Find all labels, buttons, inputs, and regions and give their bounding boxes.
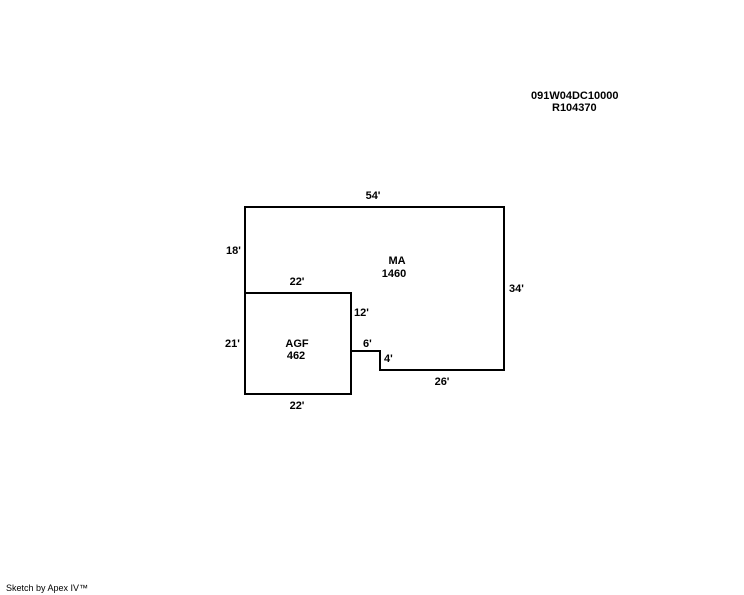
dim-ma-top: 54' xyxy=(365,190,381,202)
dim-ma-bottom: 26' xyxy=(434,376,450,388)
main-area-sqft: 1460 xyxy=(381,268,407,280)
garage-outline xyxy=(244,292,352,395)
dim-ma-inner-vertical: 12' xyxy=(354,307,369,319)
garage-area-sqft: 462 xyxy=(286,350,306,362)
dim-ma-step-height: 4' xyxy=(384,353,393,365)
dim-agf-bottom: 22' xyxy=(289,400,305,412)
parcel-map-number: 091W04DC10000 xyxy=(531,90,619,102)
main-area-code: MA xyxy=(388,255,406,267)
main-area-outline xyxy=(244,206,505,371)
dim-ma-right: 34' xyxy=(509,283,524,295)
dim-agf-top: 22' xyxy=(289,276,305,288)
dim-ma-left: 18' xyxy=(226,245,241,257)
sketch-credit: Sketch by Apex IV™ xyxy=(6,583,89,593)
garage-area-code: AGF xyxy=(285,338,309,350)
dim-ma-step-width: 6' xyxy=(363,338,372,350)
dim-agf-left: 21' xyxy=(225,338,240,350)
parcel-account-number: R104370 xyxy=(552,102,597,114)
